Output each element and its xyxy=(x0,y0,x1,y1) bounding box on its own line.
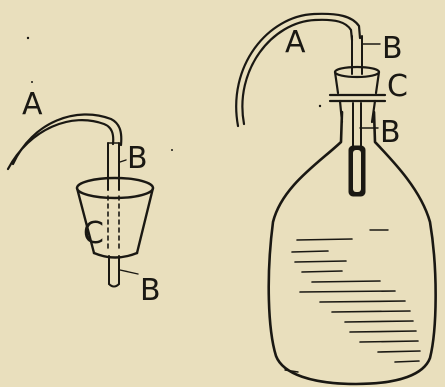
left-glass-tube-lower xyxy=(109,256,119,287)
print-specks xyxy=(27,37,321,151)
left-label-a: A xyxy=(22,87,43,122)
right-glass-tube-lower xyxy=(349,103,365,196)
left-glass-tube-upper xyxy=(108,143,119,190)
left-label-c: C xyxy=(83,216,104,251)
dark-tube-highlight xyxy=(353,150,361,192)
right-label-b-lower: B xyxy=(380,115,401,150)
right-glass-tube-upper xyxy=(352,36,362,74)
left-label-b-upper: B xyxy=(127,141,148,176)
right-label-b-upper: B xyxy=(382,31,403,66)
right-label-a: A xyxy=(285,25,306,60)
right-apparatus: A B C B xyxy=(236,14,435,384)
right-stopper xyxy=(330,67,385,122)
flask-hatching xyxy=(285,230,420,372)
left-leader-upper xyxy=(120,160,126,162)
left-label-b-lower: B xyxy=(140,273,161,308)
left-apparatus: A B C B xyxy=(8,87,161,308)
left-rubber-tube xyxy=(8,114,121,169)
right-label-c: C xyxy=(387,69,408,104)
left-leader-lower xyxy=(120,270,138,274)
